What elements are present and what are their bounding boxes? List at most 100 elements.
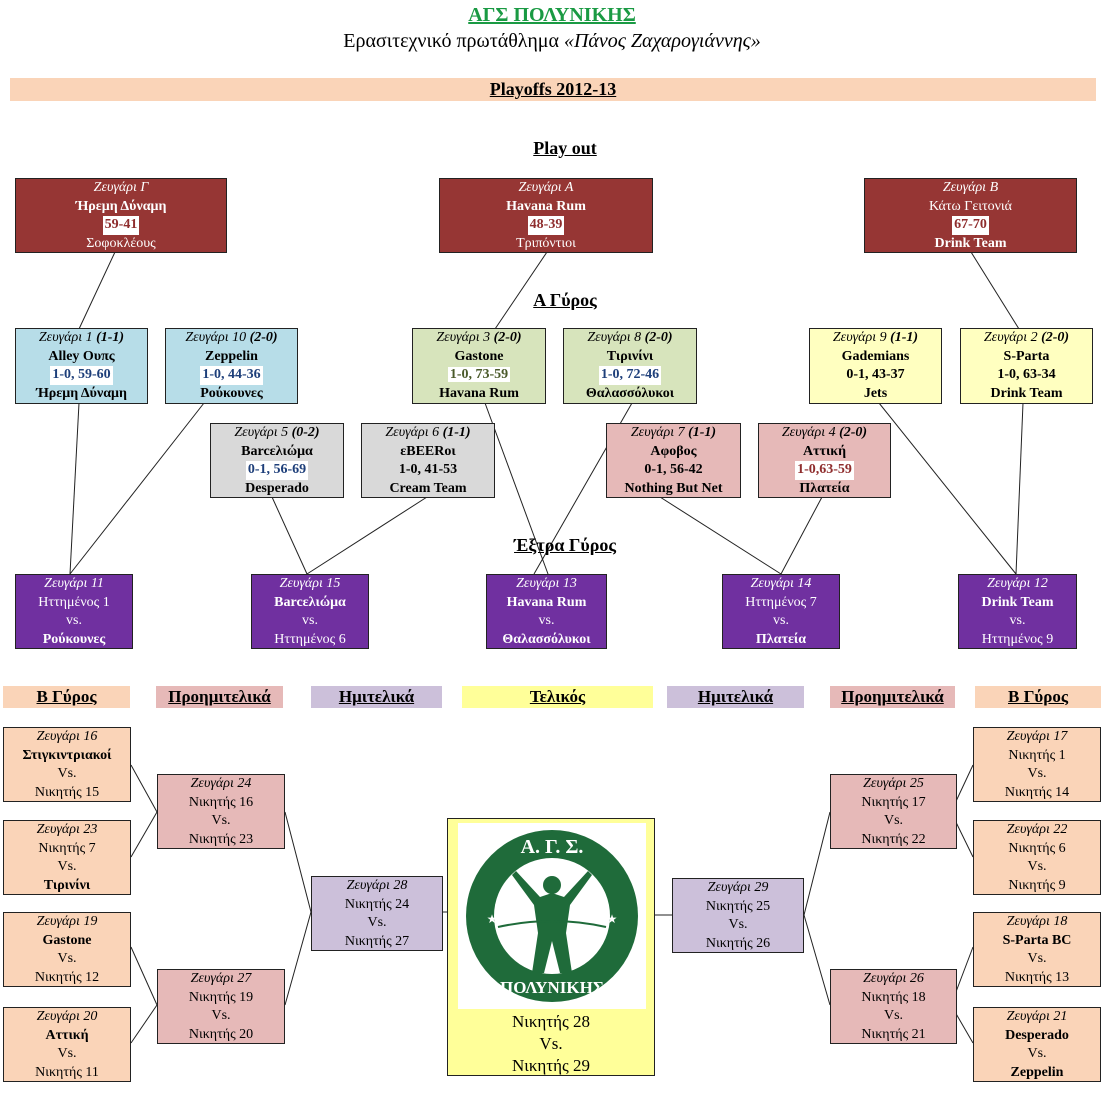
team-2: Πλατεία [799, 480, 850, 496]
team-1: Gastone [42, 932, 92, 948]
team-2: Πλατεία [755, 631, 807, 647]
playout-pair-b: Ζευγάρι Β Κάτω Γειτονιά 67-70 Drink Team [864, 178, 1077, 253]
pair-title: Ζευγάρι 11 [44, 576, 104, 591]
team-1: εBEERοι [400, 443, 456, 459]
pair-title: Ζευγάρι 29 [707, 880, 769, 895]
pair-record: (1-1) [688, 425, 717, 440]
pair-title: Ζευγάρι 22 [1006, 822, 1068, 837]
vs-label: Vs. [57, 859, 77, 874]
round-a-pair-10: Ζευγάρι 10 (2-0) Zeppelin 1-0, 44-36 Ρού… [165, 328, 298, 404]
subtitle-name: «Πάνος Ζαχαρογιάννης» [563, 30, 761, 52]
col-round-b-right: Β Γύρος [975, 686, 1101, 708]
score: 48-39 [527, 216, 565, 235]
team-2: Νικητής 13 [1004, 969, 1070, 985]
pair-record: (2-0) [839, 425, 868, 440]
extra-pair-15: Ζευγάρι 15 Barcελιώμα vs. Ηττημένος 6 [251, 574, 369, 649]
col-semis-left: Ημιτελικά [311, 686, 442, 708]
round-a-pair-9: Ζευγάρι 9 (1-1) Gademians 0-1, 43-37 Jet… [809, 328, 942, 404]
pair-title: Ζευγάρι 9 [832, 330, 887, 345]
team-1: Desperado [1005, 1027, 1069, 1043]
playout-pair-g: Ζευγάρι Γ Ήρεμη Δύναμη 59-41 Σοφοκλέους [15, 178, 227, 253]
club-title: ΑΓΣ ΠΟΛΥΝΙΚΗΣ [468, 4, 636, 26]
round-a-pair-1: Ζευγάρι 1 (1-1) Alley Ουπς 1-0, 59-60 Ήρ… [15, 328, 148, 404]
col-label: Τελικός [529, 687, 586, 706]
team-1: Havana Rum [506, 198, 586, 214]
round-a-heading: Α Γύρος [500, 290, 630, 311]
round-b-pair-16: Ζευγάρι 16 Στιγκιντριακοί Vs. Νικητής 15 [3, 727, 131, 802]
pair-record: (0-2) [291, 425, 320, 440]
team-1: Ηττημένος 1 [38, 594, 110, 610]
vs-label: Vs. [728, 917, 748, 932]
vs-label: Vs. [367, 915, 387, 930]
quarter-pair-25: Ζευγάρι 25 Νικητής 17 Vs. Νικητής 22 [830, 774, 957, 849]
pair-record: (1-1) [442, 425, 471, 440]
team-1: Barcελιώμα [274, 594, 346, 610]
pair-title: Ζευγάρι 10 [185, 330, 247, 345]
club-logo: Α. Γ. Σ. ΠΟΛΥΝΙΚΗΣ ★ ★ [458, 823, 646, 1009]
pair-title: Ζευγάρι 25 [863, 776, 924, 791]
logo-bottom-text: ΠΟΛΥΝΙΚΗΣ [500, 978, 604, 997]
vs-label: vs. [302, 613, 318, 628]
team-1: Νικητής 25 [705, 898, 771, 914]
pair-record: (2-0) [249, 330, 278, 345]
round-b-pair-19: Ζευγάρι 19 Gastone Vs. Νικητής 12 [3, 912, 131, 987]
score: 1-0, 72-46 [598, 366, 662, 385]
team-1: Ηττημένος 7 [745, 594, 817, 610]
col-label: Προημιτελικά [168, 687, 271, 706]
team-2: Νικητής 22 [861, 831, 926, 847]
season-banner: Playoffs 2012-13 [10, 78, 1096, 101]
team-2: Νικητής 12 [34, 969, 100, 985]
round-b-pair-17: Ζευγάρι 17 Νικητής 1 Vs. Νικητής 14 [973, 727, 1101, 802]
round-a-pair-6: Ζευγάρι 6 (1-1) εBEERοι 1-0, 41-53 Cream… [361, 423, 495, 498]
pair-title: Ζευγάρι 16 [36, 729, 98, 744]
vs-label: Vs. [57, 951, 77, 966]
vs-label: Vs. [211, 813, 231, 828]
team-2: Νικητής 27 [344, 933, 410, 949]
vs-label: Vs. [1027, 859, 1047, 874]
col-round-b-left: Β Γύρος [3, 686, 130, 708]
team-2: Nothing But Net [624, 480, 723, 496]
pair-title: Ζευγάρι 26 [863, 971, 924, 986]
team-2: Νικητής 21 [861, 1026, 926, 1042]
pair-title: Ζευγάρι 4 [781, 425, 836, 440]
extra-pair-13: Ζευγάρι 13 Havana Rum vs. Θαλασσόλυκοι [486, 574, 607, 649]
team-1: Νικητής 6 [1008, 840, 1066, 856]
team-2: Drink Team [990, 385, 1063, 401]
pair-title: Ζευγάρι 23 [36, 822, 98, 837]
team-2: Zeppelin [1010, 1064, 1064, 1080]
pair-record: (2-0) [644, 330, 673, 345]
score: 0-1, 43-37 [846, 367, 905, 382]
pair-title: Ζευγάρι 7 [630, 425, 685, 440]
team-1: Αφοβος [650, 443, 697, 459]
final-team-2: Νικητής 29 [511, 1056, 590, 1075]
col-label: Β Γύρος [36, 687, 97, 706]
team-1: S-Parta [1003, 348, 1050, 364]
pair-title: Ζευγάρι 8 [587, 330, 642, 345]
team-1: S-Parta BC [1002, 932, 1072, 948]
team-1: Κάτω Γειτονιά [928, 198, 1013, 214]
col-round16-left: Προημιτελικά [156, 686, 283, 708]
team-1: Νικητής 17 [861, 794, 926, 810]
subtitle-prefix: Ερασιτεχνικό πρωτάθλημα [343, 30, 564, 52]
team-1: Στιγκιντριακοί [22, 747, 112, 763]
pair-title: Ζευγάρι 17 [1006, 729, 1068, 744]
team-2: Jets [863, 385, 888, 401]
pair-title: Ζευγάρι 1 [38, 330, 93, 345]
team-2: Νικητής 26 [705, 935, 771, 951]
vs-label: vs. [66, 613, 82, 628]
team-2: Νικητής 15 [34, 784, 100, 800]
logo-top-text: Α. Γ. Σ. [521, 836, 584, 858]
col-label: Ημιτελικά [338, 687, 415, 706]
score: 0-1, 56-42 [644, 462, 703, 477]
team-1: Αττική [802, 443, 847, 459]
quarter-pair-24: Ζευγάρι 24 Νικητής 16 Vs. Νικητής 23 [157, 774, 285, 849]
extra-round-label: Έξτρα Γύρος [514, 535, 616, 555]
extra-pair-12: Ζευγάρι 12 Drink Team vs. Ηττημένος 9 [958, 574, 1077, 649]
score: 1-0, 63-34 [997, 367, 1056, 382]
team-1: Drink Team [981, 594, 1054, 610]
score: 1-0, 73-59 [447, 367, 511, 382]
score: 0-1, 56-69 [245, 461, 309, 480]
team-1: Havana Rum [506, 594, 587, 610]
round-b-pair-20: Ζευγάρι 20 Αττική Vs. Νικητής 11 [3, 1007, 131, 1082]
pair-title: Ζευγάρι 15 [279, 576, 341, 591]
